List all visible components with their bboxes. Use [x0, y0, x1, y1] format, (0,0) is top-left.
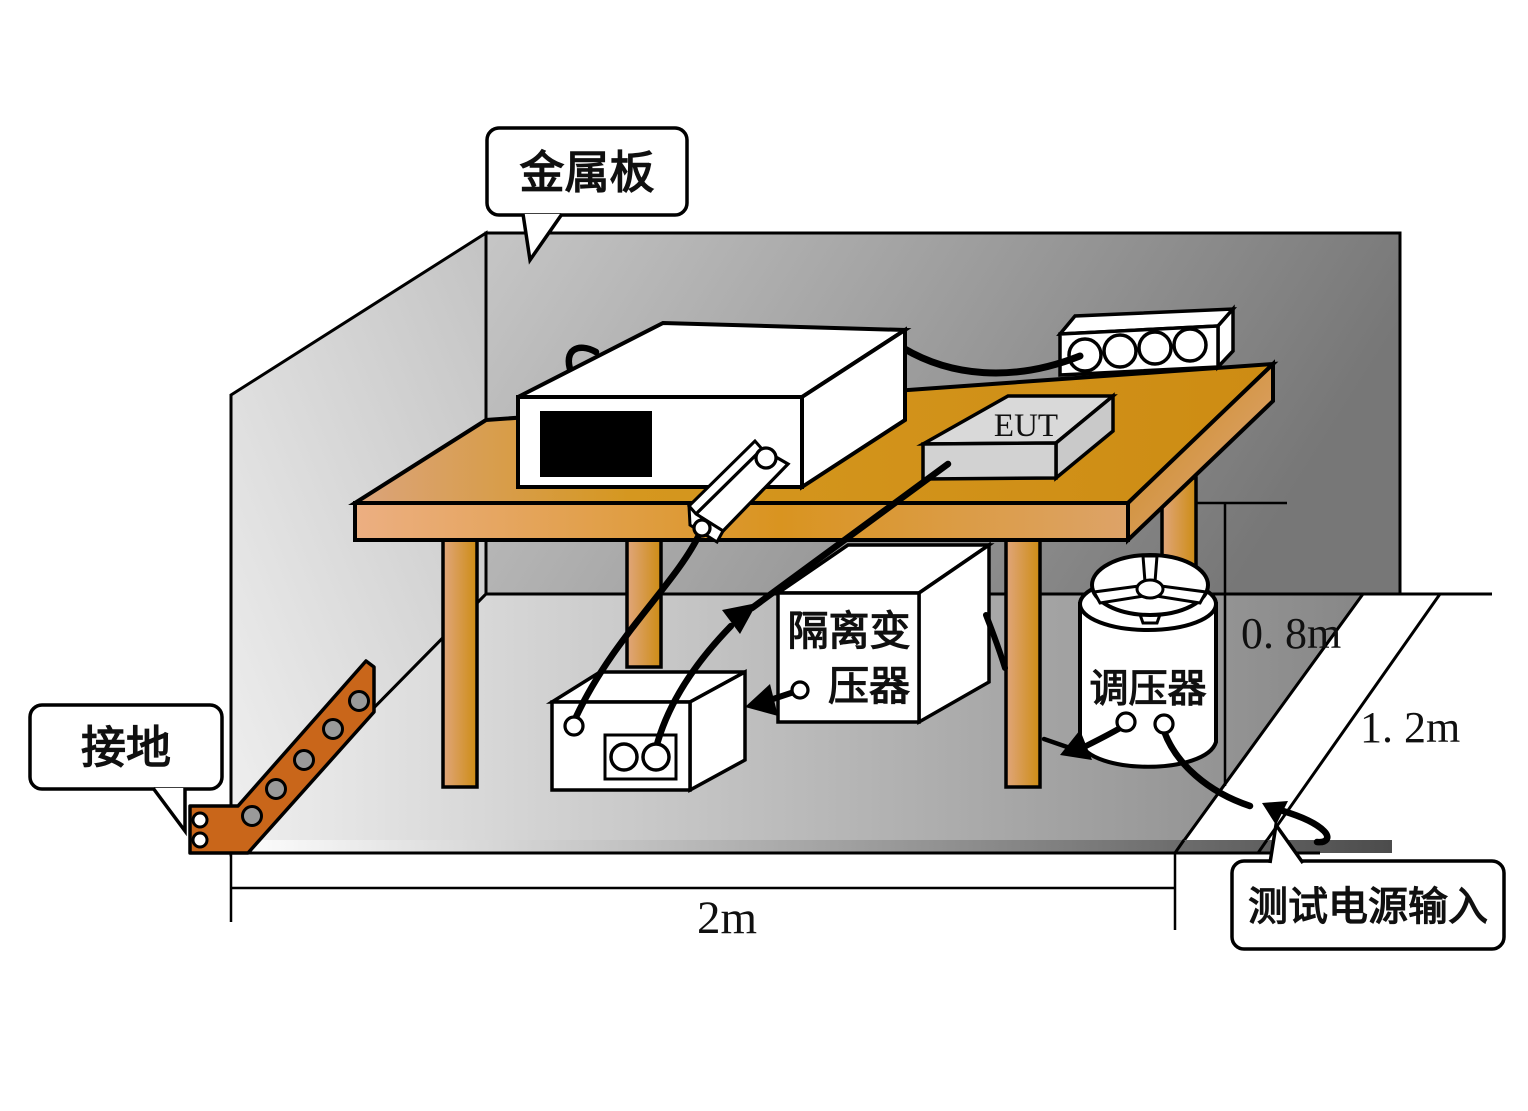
eut-device: EUT [916, 392, 1118, 482]
dim-depth-label: 1. 2m [1360, 703, 1460, 752]
connectors [563, 518, 810, 772]
dimension-2m: 2m [229, 853, 1177, 944]
handwheel-hub [1135, 578, 1165, 600]
regulator-input-cable [1160, 727, 1254, 810]
strap-hole [191, 811, 209, 829]
flow-arrow-to-eut [722, 603, 757, 634]
outlet-socket [1172, 327, 1208, 363]
callout-grounding: 接地 [28, 703, 224, 837]
box-outlet-left [609, 742, 639, 772]
adapter-out-connector [692, 518, 712, 538]
transformer-front [776, 591, 921, 724]
regulator-connector-right [1153, 713, 1175, 735]
box-outlet-right [641, 742, 671, 772]
power-strip [1056, 304, 1238, 377]
voltage-regulator: 调压器 [1041, 553, 1331, 846]
regulator-label: 调压器 [1089, 668, 1207, 711]
eut-front [921, 441, 1058, 481]
bubble-test-power [1230, 859, 1506, 951]
test-power-input-label: 测试电源输入 [1248, 885, 1488, 929]
power-input-arrow [1262, 801, 1288, 825]
grounding-label: 接地 [81, 722, 171, 773]
bubble-pointer [521, 213, 564, 265]
coupling-adapter [686, 438, 791, 545]
isolation-transformer: 隔离变 压器 [772, 541, 995, 726]
regulator-connector-left [1115, 711, 1137, 733]
callout-test-power-input: 测试电源输入 [1230, 820, 1506, 951]
box-input-connector [563, 715, 585, 737]
bubble-metal-plate [485, 126, 689, 217]
adapter-plug [754, 446, 778, 470]
stub-behind-leg [1041, 736, 1073, 751]
strap-rivet [348, 690, 370, 712]
transformer-label-line1: 隔离变 [788, 608, 911, 654]
transformer-label-line2: 压器 [828, 663, 911, 709]
outlet-socket [1067, 337, 1103, 373]
callout-metal-plate: 金属板 [485, 126, 689, 265]
flow-arrow-from-regulator [1060, 730, 1092, 760]
strap-rivet [265, 778, 287, 800]
table-leg-front-left [441, 528, 479, 789]
bubble-pointer [151, 786, 187, 837]
handwheel-spoke [1141, 554, 1159, 584]
cable-transformer-to-regulator [983, 612, 1008, 671]
cable-box-to-eut-curve [652, 622, 735, 752]
cable-adapter-to-box [572, 529, 704, 721]
eut-label: EUT [994, 408, 1058, 444]
metal-plate-label: 金属板 [519, 147, 654, 198]
outlet-socket [1137, 330, 1173, 366]
cables [572, 460, 1008, 752]
flow-arrow-from-transformer [745, 684, 778, 716]
generator-power-cable [899, 344, 1084, 377]
strap-rivet [322, 718, 344, 740]
transformer-connector [790, 680, 810, 700]
grounding-strap [188, 659, 376, 855]
bubble-grounding [28, 703, 224, 791]
strap-hole [191, 831, 209, 849]
table-front-face [353, 501, 1130, 542]
hidden-cable-arc [565, 344, 600, 376]
strip-lines [1173, 839, 1269, 854]
strap-rivet [293, 749, 315, 771]
outlet-socket [1102, 333, 1138, 369]
bubble-pointer [1268, 820, 1305, 865]
floor-front-shading [231, 840, 1392, 853]
table-leg-front-right [1004, 528, 1042, 789]
dim-height-label: 0. 8m [1241, 609, 1341, 658]
dim-width-label: 2m [697, 892, 757, 944]
cable-to-eut-straight [748, 460, 952, 612]
generator-display [540, 411, 652, 477]
copper-strap [188, 659, 376, 855]
strap-rivet [241, 805, 263, 827]
external-power-cable [1279, 807, 1331, 846]
